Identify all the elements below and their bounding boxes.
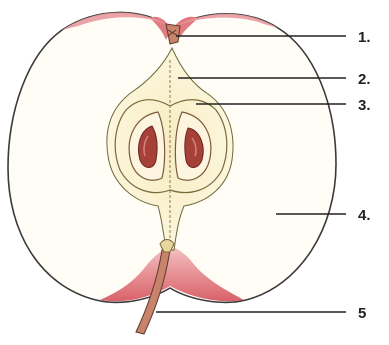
label-5: 5 bbox=[358, 305, 366, 322]
label-2: 2. bbox=[358, 71, 371, 88]
label-4: 4. bbox=[358, 207, 371, 224]
label-1: 1. bbox=[358, 29, 371, 46]
label-3: 3. bbox=[358, 97, 371, 114]
